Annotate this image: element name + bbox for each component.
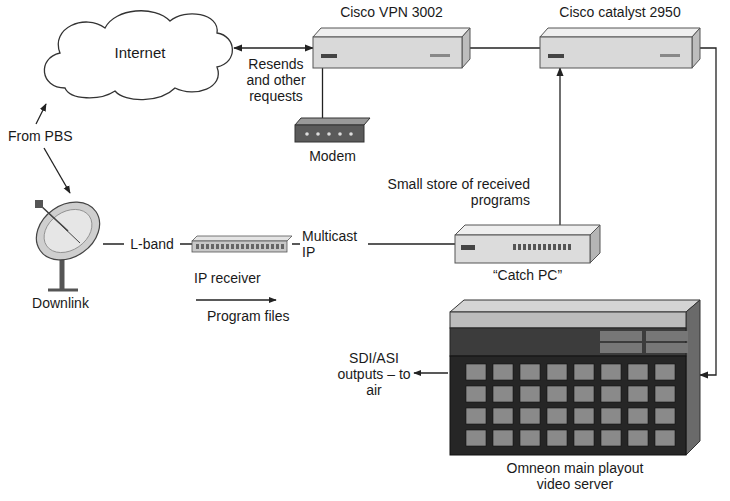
vpn-device: Cisco VPN 3002 [313,28,470,68]
device-label: Omneon main playout video server [490,460,660,492]
ip-receiver: IP receiver [192,236,292,252]
note-label: SDI/ASI outputs – to air [334,350,414,398]
device-label: “Catch PC” [455,267,600,283]
catch-pc-drawing [455,225,600,263]
switch-device: Cisco catalyst 2950 [540,28,700,68]
connector [559,68,560,225]
ip-receiver-drawing [192,236,292,252]
edge-label: L-band [124,236,180,252]
pbs-arrow [36,104,46,124]
modem-device-drawing [295,118,370,142]
files-arrow [196,299,276,300]
cloud-label: Internet [95,45,185,61]
device-label: IP receiver [194,270,304,286]
satellite-dish-drawing [18,195,103,290]
video-server: Omneon main playout video server [450,300,700,455]
output-arrow [414,372,448,373]
connector [470,47,540,48]
catch-pc: “Catch PC” [455,225,600,263]
switch-device-drawing [540,28,700,68]
note-label: Program files [207,308,317,324]
modem-device: Modem [295,118,370,142]
pbs-arrow [44,148,70,193]
connector [234,47,313,48]
device-label: Modem [285,148,380,164]
edge-label: Resends and other requests [238,56,314,104]
device-label: Downlink [8,295,113,311]
connector [700,48,716,375]
note-label: From PBS [8,128,88,144]
device-label: Cisco catalyst 2950 [520,4,720,20]
edge-label: Multicast IP [300,228,368,260]
connector [322,68,323,118]
cloud: Internet [35,3,235,103]
satellite-dish: Downlink [18,195,103,290]
video-server-drawing [450,300,700,455]
edge-label: Small store of received programs [360,176,530,208]
device-label: Cisco VPN 3002 [293,4,490,20]
vpn-device-drawing [313,28,470,68]
